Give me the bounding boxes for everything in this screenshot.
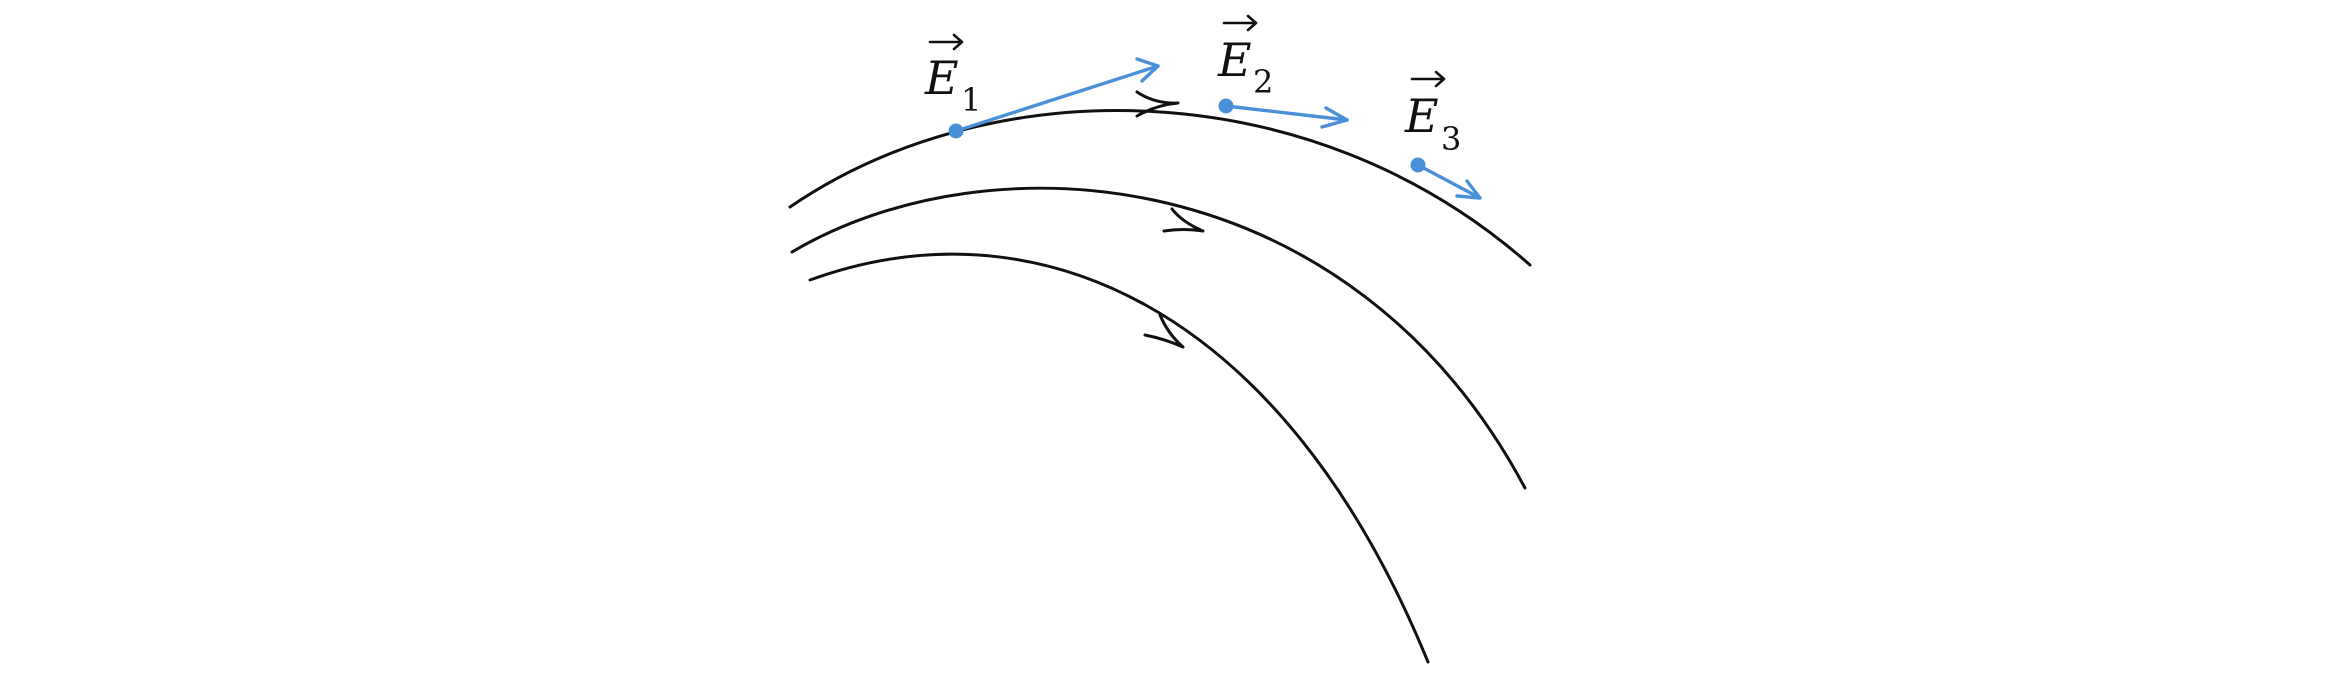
vector-subscript: 1 bbox=[961, 81, 981, 119]
vector-letter: E bbox=[1217, 33, 1252, 87]
vector-subscript: 3 bbox=[1441, 120, 1461, 158]
vector-letter: E bbox=[924, 51, 959, 105]
point-3-dot bbox=[1410, 157, 1426, 173]
label-e1: E 1 bbox=[924, 33, 981, 119]
point-2-dot bbox=[1218, 98, 1234, 114]
point-1-dot bbox=[948, 123, 964, 139]
field-line-2-arrowhead bbox=[1162, 207, 1205, 233]
field-line-3-arrowhead bbox=[1143, 313, 1185, 349]
vector-letter: E bbox=[1404, 89, 1439, 143]
label-e2: E 2 bbox=[1217, 14, 1273, 101]
field-line-1 bbox=[788, 109, 1532, 267]
field-line-3 bbox=[808, 252, 1430, 664]
field-line-2 bbox=[790, 186, 1527, 490]
over-arrow-icon bbox=[1410, 70, 1446, 88]
vector-subscript: 2 bbox=[1253, 63, 1273, 101]
over-arrow-icon bbox=[928, 33, 964, 51]
vector-e1 bbox=[948, 57, 1160, 139]
over-arrow-icon bbox=[1222, 14, 1258, 32]
vector-e3 bbox=[1410, 157, 1482, 200]
field-line-1-arrowhead bbox=[1135, 90, 1180, 118]
vector-e2 bbox=[1218, 98, 1349, 129]
label-e3: E 3 bbox=[1404, 70, 1461, 158]
